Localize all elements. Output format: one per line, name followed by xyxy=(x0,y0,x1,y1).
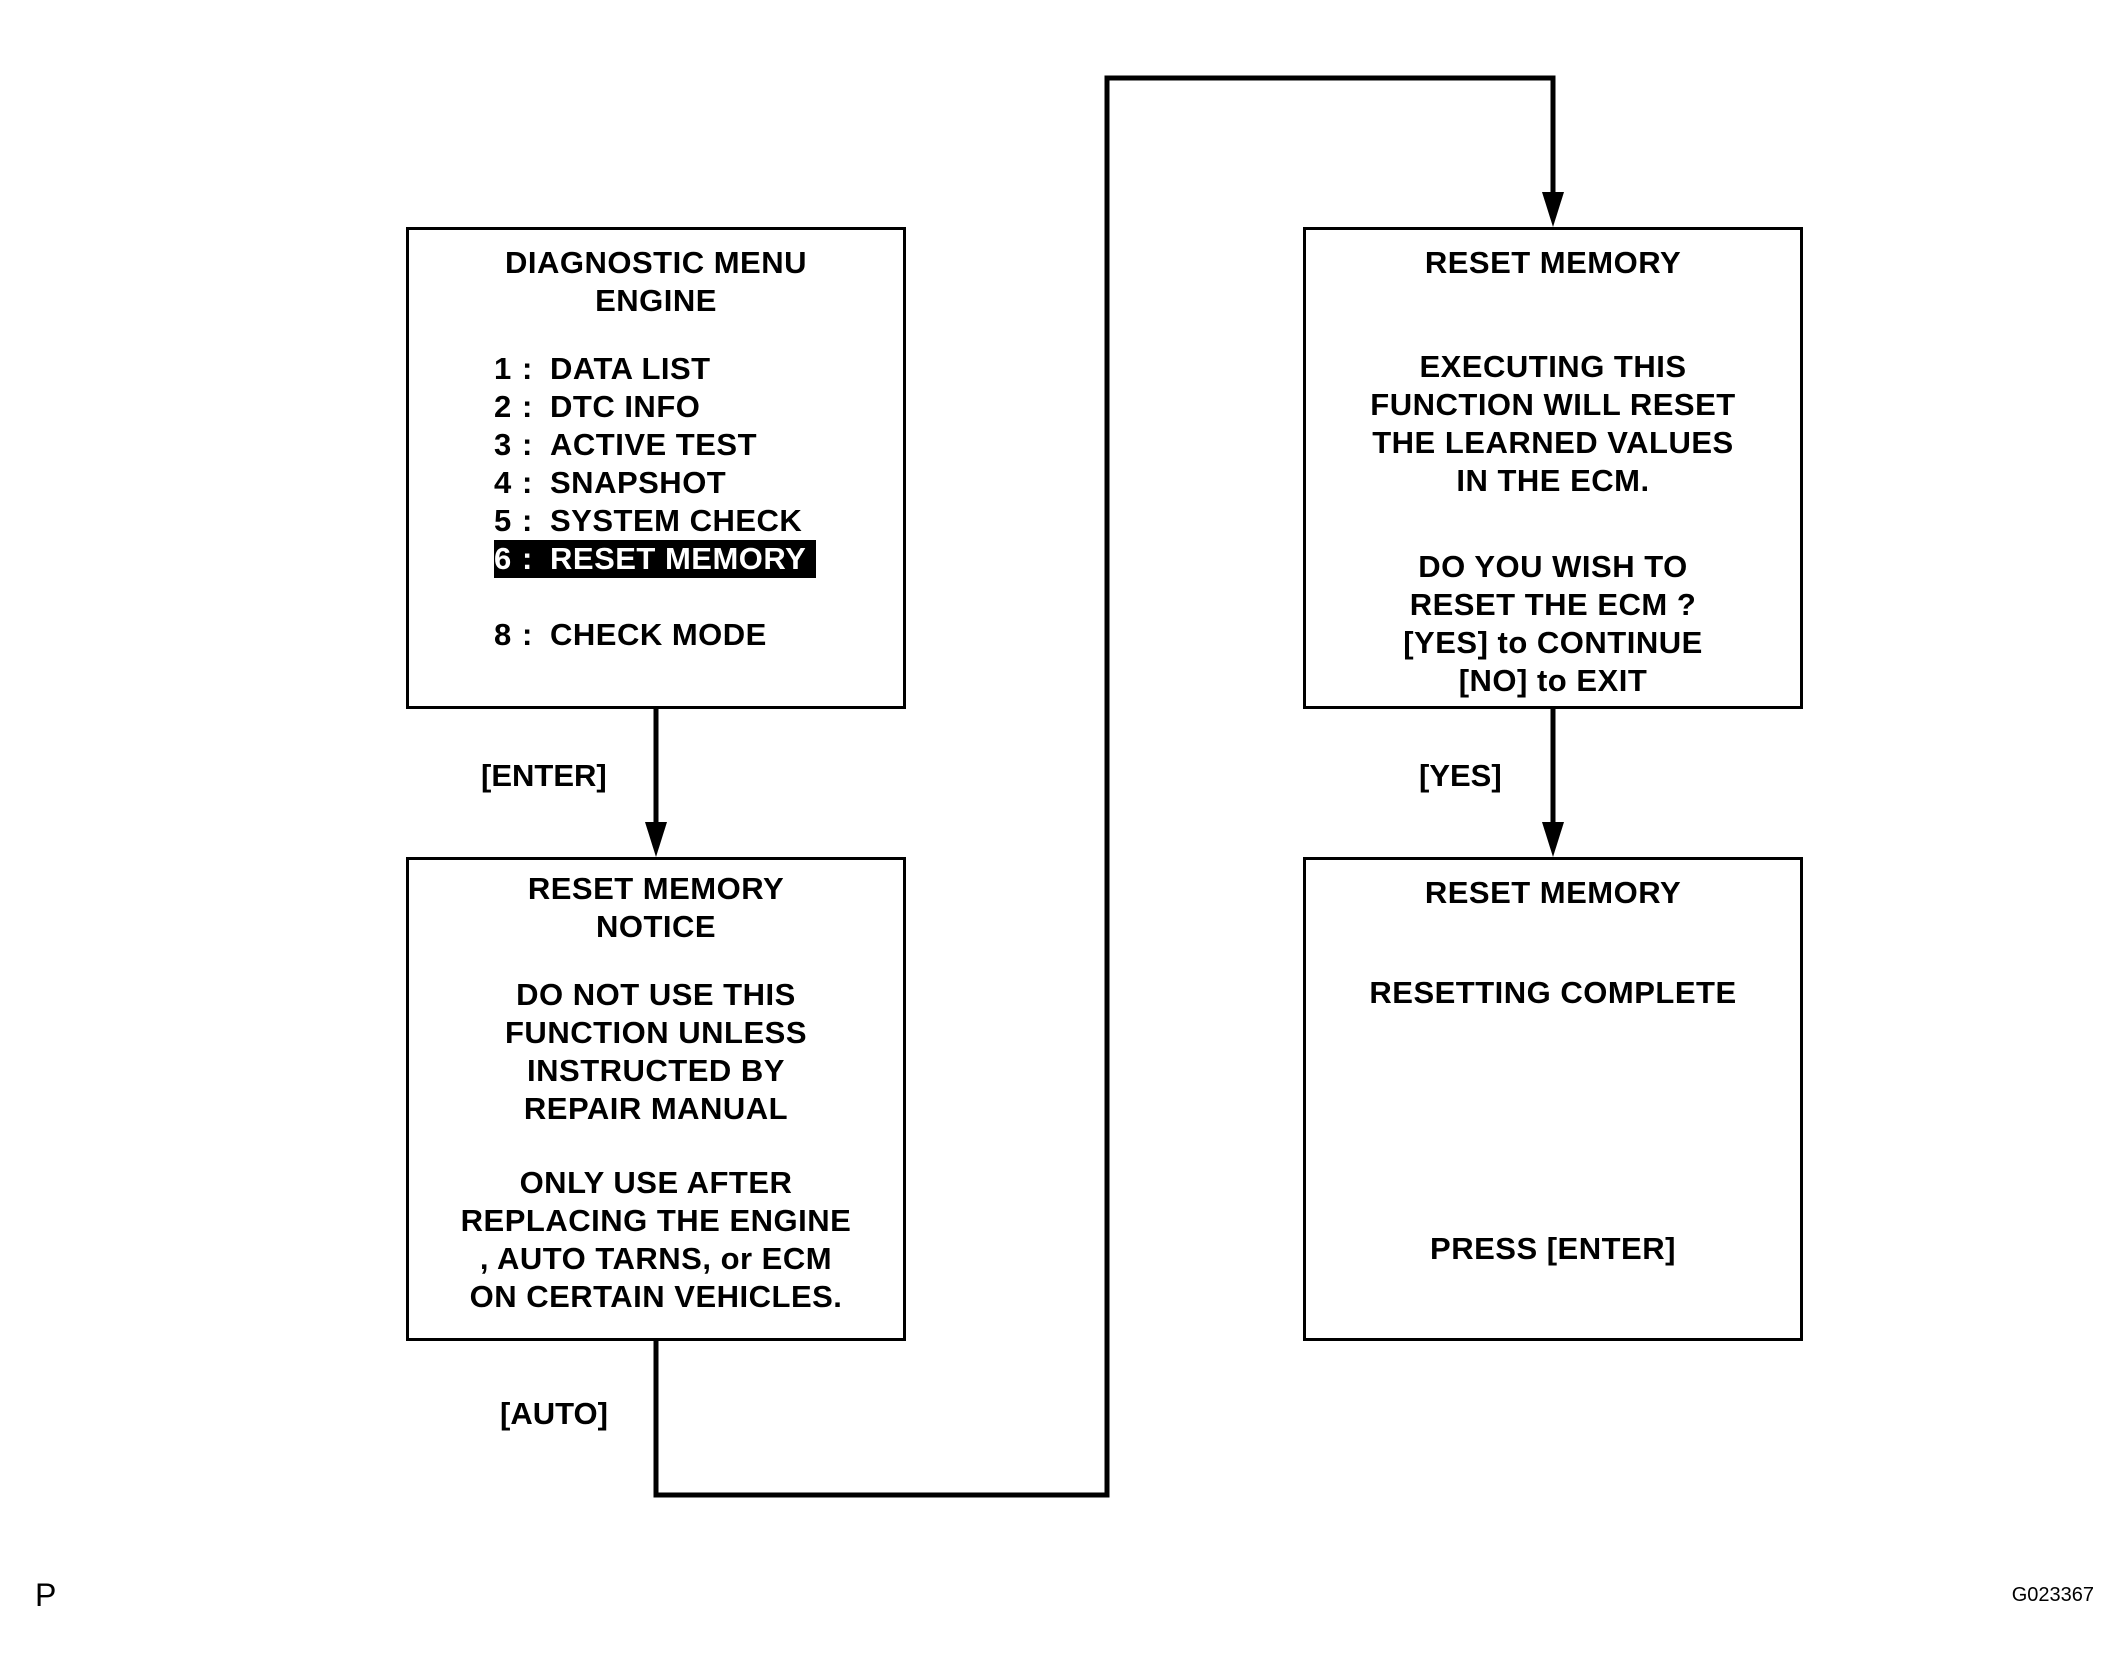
notice-usage-line: , AUTO TARNS, or ECM xyxy=(479,1241,833,1276)
notice-warning-line: INSTRUCTED BY xyxy=(527,1053,785,1088)
confirm-yes-option[interactable]: [YES] to CONTINUE xyxy=(1403,625,1703,660)
menu-item-reset-memory[interactable]: 6:RESET MEMORY xyxy=(494,540,817,578)
menu-item-number: 3 xyxy=(494,427,512,462)
menu-item-label: RESET MEMORY xyxy=(550,541,807,576)
confirm-message-line: EXECUTING THIS xyxy=(1419,349,1687,384)
reset-memory-notice-screen: RESET MEMORY NOTICE DO NOT USE THIS FUNC… xyxy=(406,857,906,1341)
confirm-message-line: FUNCTION WILL RESET xyxy=(1370,387,1736,422)
notice-usage-line: ON CERTAIN VEHICLES. xyxy=(469,1279,843,1314)
figure-code: G023367 xyxy=(2011,1584,2094,1606)
menu-item-label: ACTIVE TEST xyxy=(550,427,758,462)
menu-subtitle: ENGINE xyxy=(595,283,717,318)
menu-item-snapshot[interactable]: 4:SNAPSHOT xyxy=(494,465,727,500)
menu-item-number: 5 xyxy=(494,503,512,538)
notice-title: RESET MEMORY xyxy=(527,871,785,906)
confirm-title: RESET MEMORY xyxy=(1424,245,1682,280)
complete-press-enter[interactable]: PRESS [ENTER] xyxy=(1430,1231,1676,1266)
menu-title: DIAGNOSTIC MENU xyxy=(505,245,807,280)
notice-warning-line: REPAIR MANUAL xyxy=(523,1091,789,1126)
menu-list: 1:DATA LIST 2:DTC INFO 3:ACTIVE TEST 4:S… xyxy=(494,350,903,654)
notice-warning-line: DO NOT USE THIS xyxy=(516,977,796,1012)
menu-item-number: 2 xyxy=(494,389,512,424)
menu-item-label: DTC INFO xyxy=(550,389,701,424)
arrow-enter xyxy=(645,709,667,857)
menu-item-label: SNAPSHOT xyxy=(550,465,727,500)
diagnostic-menu-screen: DIAGNOSTIC MENU ENGINE 1:DATA LIST 2:DTC… xyxy=(406,227,906,709)
menu-item-label: DATA LIST xyxy=(550,351,711,386)
confirm-prompt-line: RESET THE ECM ? xyxy=(1409,587,1697,622)
menu-item-number: 8 xyxy=(494,617,512,652)
complete-title: RESET MEMORY xyxy=(1424,875,1682,910)
notice-usage-line: ONLY USE AFTER xyxy=(519,1165,793,1200)
menu-item-dtc-info[interactable]: 2:DTC INFO xyxy=(494,389,701,424)
notice-subtitle: NOTICE xyxy=(595,909,717,944)
arrow-auto xyxy=(653,75,1564,1498)
corner-letter: P xyxy=(35,1577,57,1613)
reset-memory-complete-screen: RESET MEMORY RESETTING COMPLETE PRESS [E… xyxy=(1303,857,1803,1341)
reset-memory-confirm-screen: RESET MEMORY EXECUTING THIS FUNCTION WIL… xyxy=(1303,227,1803,709)
confirm-prompt-line: DO YOU WISH TO xyxy=(1418,549,1688,584)
notice-usage-line: REPLACING THE ENGINE xyxy=(460,1203,852,1238)
menu-item-number: 4 xyxy=(494,465,512,500)
menu-item-active-test[interactable]: 3:ACTIVE TEST xyxy=(494,427,758,462)
arrow-yes xyxy=(1542,709,1564,857)
menu-item-label: SYSTEM CHECK xyxy=(550,503,803,538)
notice-warning-line: FUNCTION UNLESS xyxy=(505,1015,807,1050)
confirm-message-line: IN THE ECM. xyxy=(1456,463,1650,498)
complete-status: RESETTING COMPLETE xyxy=(1369,975,1737,1010)
confirm-message-line: THE LEARNED VALUES xyxy=(1372,425,1734,460)
menu-item-check-mode[interactable]: 8:CHECK MODE xyxy=(494,617,767,652)
auto-key-label: [AUTO] xyxy=(500,1396,608,1431)
enter-key-label: [ENTER] xyxy=(481,758,607,793)
menu-item-label: CHECK MODE xyxy=(550,617,767,652)
menu-item-system-check[interactable]: 5:SYSTEM CHECK xyxy=(494,503,803,538)
menu-item-number: 1 xyxy=(494,351,512,386)
confirm-no-option[interactable]: [NO] to EXIT xyxy=(1458,663,1648,698)
menu-item-data-list[interactable]: 1:DATA LIST xyxy=(494,351,711,386)
yes-key-label: [YES] xyxy=(1419,758,1502,793)
menu-item-number: 6 xyxy=(494,541,512,576)
